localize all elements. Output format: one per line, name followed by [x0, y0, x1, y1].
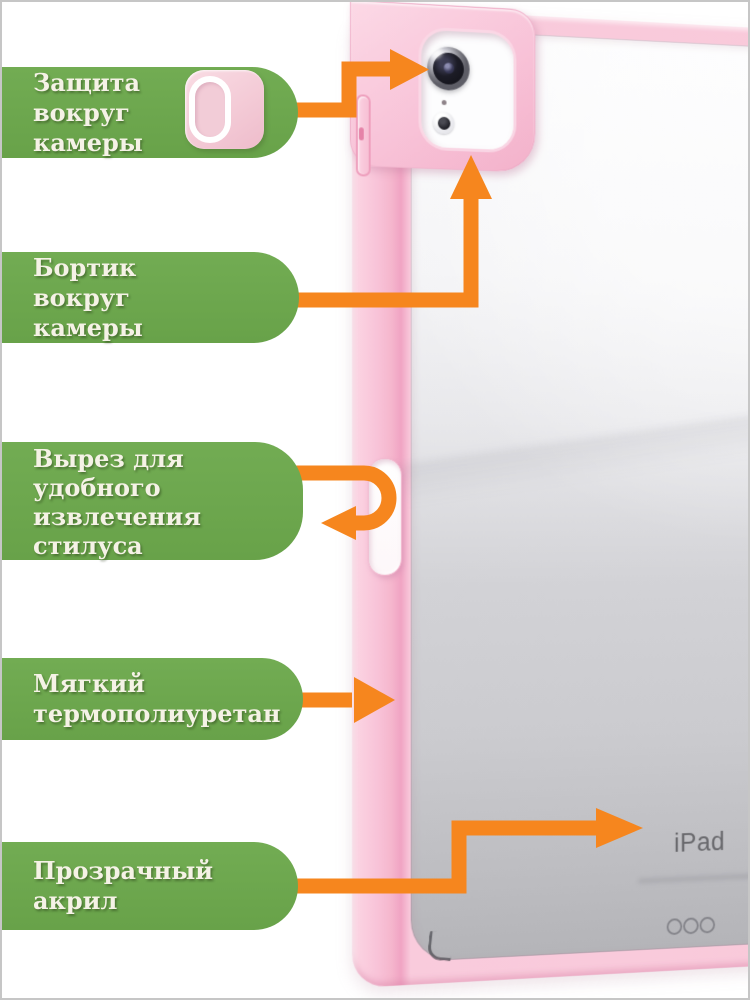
camera-cutout-oval-icon	[189, 76, 231, 143]
stylus-cutout-slot	[367, 458, 402, 576]
camera-lens-icon	[427, 45, 470, 92]
callout-line: Мягкий	[33, 669, 145, 698]
callout-line: вокруг	[33, 98, 130, 127]
volume-button	[355, 94, 371, 177]
callout-line: Бортик	[33, 253, 137, 282]
plate-reflection	[399, 393, 750, 518]
callout-line: удобного	[33, 473, 161, 502]
callout-line: стилуса	[33, 531, 143, 560]
callout-line: Прозрачный	[33, 856, 214, 885]
callout-line: извлечения	[33, 502, 201, 531]
callout-soft-tpu: Мягкий термополиуретан	[2, 658, 303, 740]
corner-clip-mark	[426, 931, 454, 962]
callout-line: акрил	[33, 886, 118, 915]
callout-line: камеры	[33, 313, 143, 342]
callout-camera-protection: Защита вокруг камеры	[2, 67, 298, 158]
callout-line: вокруг	[33, 283, 130, 312]
callout-line: камеры	[33, 128, 143, 157]
callout-clear-acrylic: Прозрачный акрил	[2, 842, 298, 930]
camera-cutout	[421, 29, 514, 151]
ipad-case: iPad	[350, 0, 750, 988]
microphone-dot-icon	[441, 99, 447, 106]
callout-line: Вырез для	[33, 444, 184, 473]
regulatory-text-blur	[638, 870, 750, 884]
camera-module	[350, 0, 536, 173]
callout-line: термополиуретан	[33, 699, 281, 728]
camera-protection-swatch-icon	[185, 70, 264, 149]
callout-stylus-cutout: Вырез для удобного извлечения стилуса	[2, 442, 303, 560]
callout-camera-rim: Бортик вокруг камеры	[2, 252, 299, 343]
flash-icon	[433, 111, 455, 135]
ipad-logo-text: iPad	[674, 826, 726, 858]
callout-line: Защита	[33, 68, 141, 97]
